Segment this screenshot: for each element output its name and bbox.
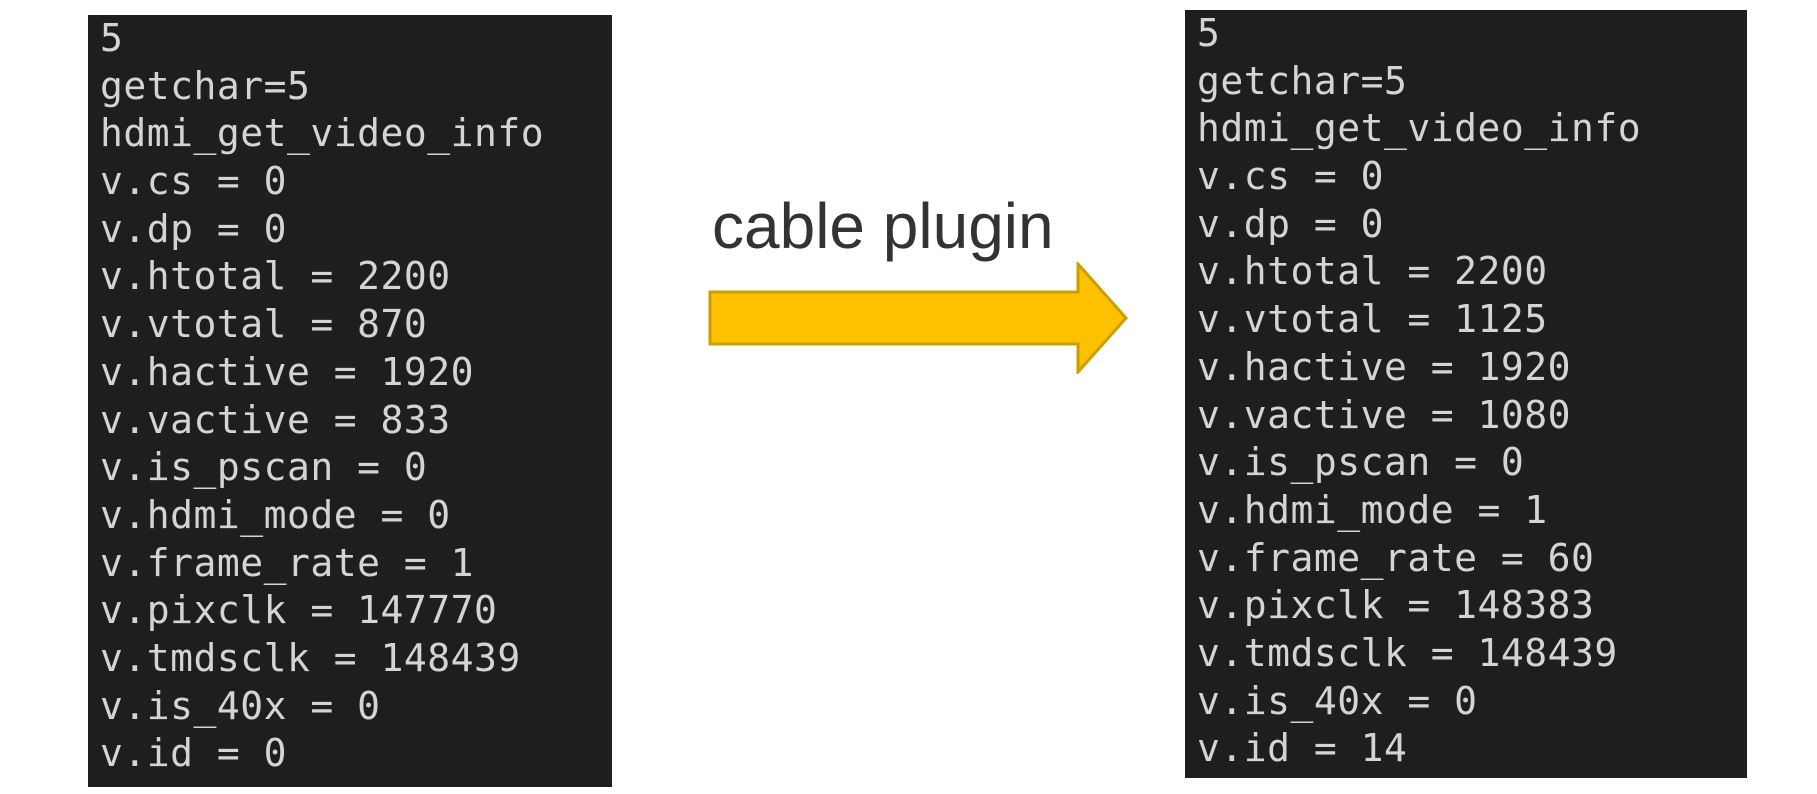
arrow-shape (708, 262, 1128, 374)
terminal-line: v.pixclk = 147770 (100, 588, 498, 633)
terminal-line: v.htotal = 2200 (1197, 249, 1548, 294)
terminal-line: hdmi_get_video_info (100, 111, 545, 156)
terminal-line: v.vactive = 1080 (1197, 392, 1572, 437)
terminal-line: v.hactive = 1920 (1197, 344, 1572, 389)
terminal-line: v.dp = 0 (100, 206, 288, 251)
terminal-line: v.tmdsclk = 148439 (100, 635, 521, 680)
arrow-label: cable plugin (712, 190, 1054, 262)
terminal-line: v.pixclk = 148383 (1197, 583, 1595, 628)
terminal-line: hdmi_get_video_info (1197, 106, 1642, 151)
terminal-line: v.vtotal = 870 (100, 302, 428, 347)
terminal-line: 5 (1197, 11, 1221, 55)
terminal-line: v.hdmi_mode = 0 (100, 492, 451, 537)
terminal-line: v.id = 0 (100, 731, 288, 776)
terminal-line: v.cs = 0 (100, 159, 288, 204)
terminal-line: getchar=5 (1197, 58, 1408, 103)
terminal-line: v.id = 14 (1197, 726, 1408, 771)
terminal-line: v.frame_rate = 1 (100, 540, 475, 585)
terminal-line: v.cs = 0 (1197, 154, 1385, 199)
terminal-line: v.is_40x = 0 (100, 683, 381, 728)
right-arrow-icon (708, 262, 1128, 374)
terminal-line: v.hdmi_mode = 1 (1197, 487, 1548, 532)
terminal-line: v.frame_rate = 60 (1197, 535, 1595, 580)
terminal-line: v.hactive = 1920 (100, 349, 475, 394)
terminal-line: v.is_40x = 0 (1197, 678, 1478, 723)
terminal-line: 5 (100, 16, 124, 60)
terminal-line: v.htotal = 2200 (100, 254, 451, 299)
terminal-line: v.is_pscan = 0 (1197, 440, 1525, 485)
terminal-line: v.vtotal = 1125 (1197, 297, 1548, 342)
terminal-line: v.vactive = 833 (100, 397, 451, 442)
terminal-line: v.dp = 0 (1197, 201, 1385, 246)
terminal-line: getchar=5 (100, 63, 311, 108)
terminal-line: v.tmdsclk = 148439 (1197, 630, 1618, 675)
terminal-line: v.is_pscan = 0 (100, 445, 428, 490)
